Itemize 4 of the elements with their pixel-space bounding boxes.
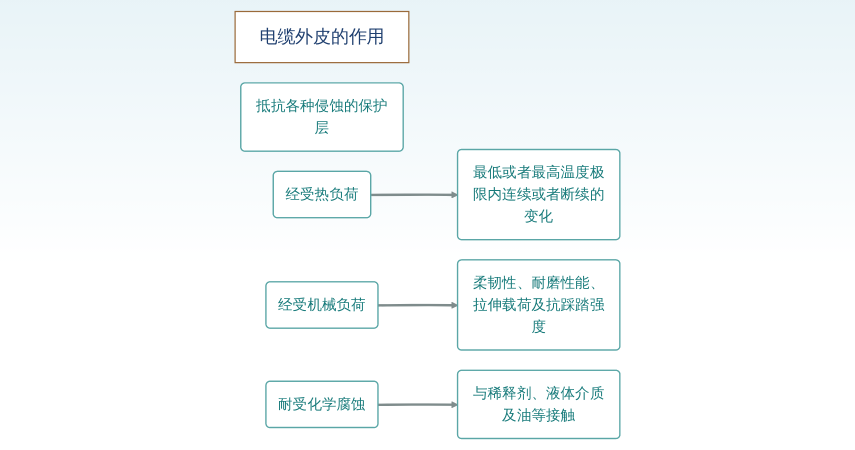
- arrow: [371, 191, 458, 198]
- node-box: 电缆外皮的作用: [234, 10, 410, 64]
- arrow: [378, 302, 458, 309]
- arrow: [378, 401, 458, 408]
